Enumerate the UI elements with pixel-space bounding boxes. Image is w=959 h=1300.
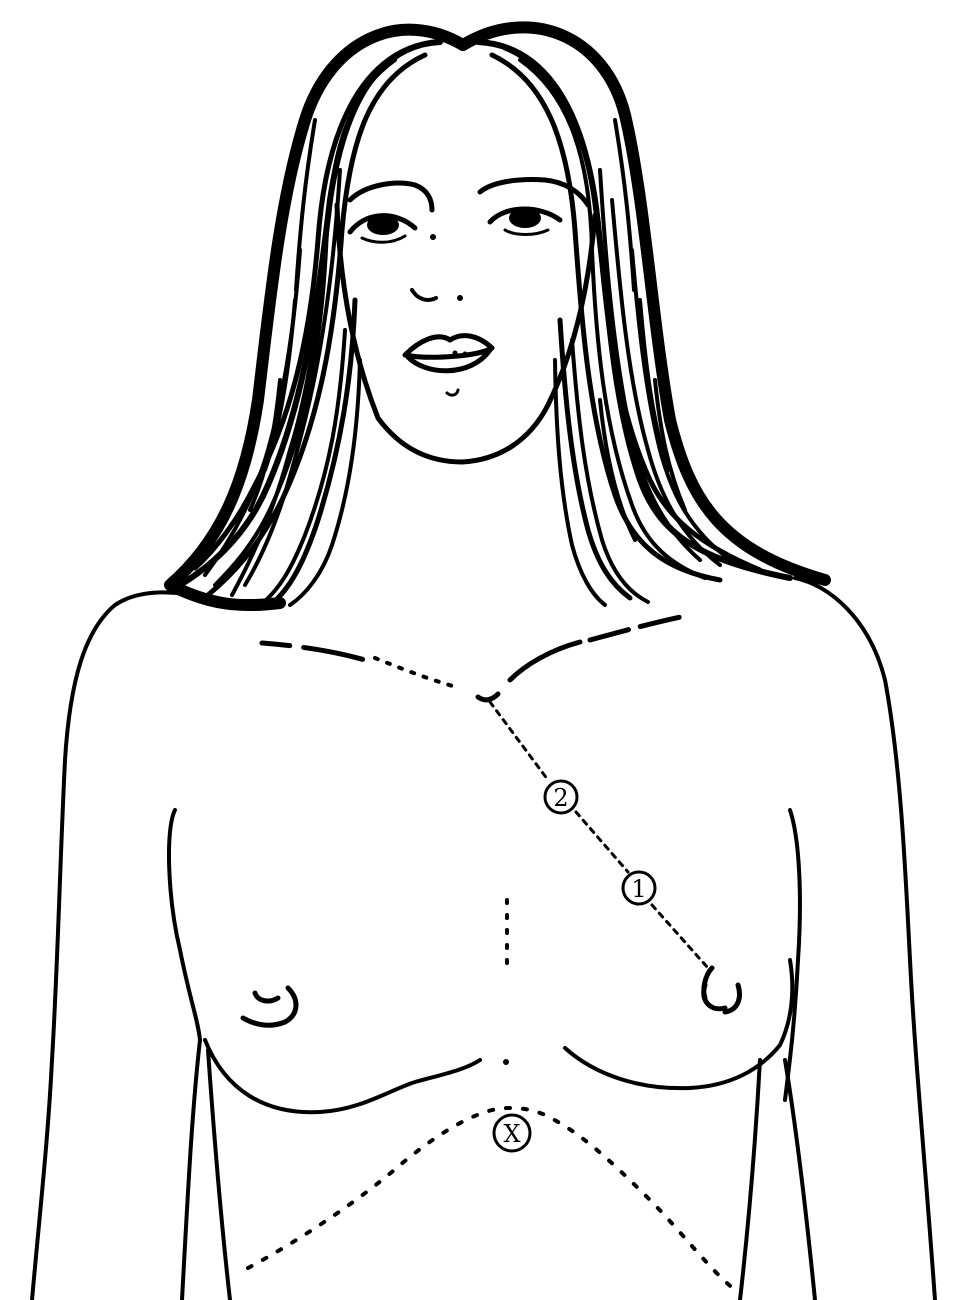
point-x-marker: X [494,1115,530,1151]
point-1-label: 1 [631,875,646,903]
point-2-marker: 2 [545,781,577,813]
point-2-label: 2 [553,784,568,812]
point-x-label: X [503,1120,520,1148]
point-1-marker: 1 [623,872,655,904]
